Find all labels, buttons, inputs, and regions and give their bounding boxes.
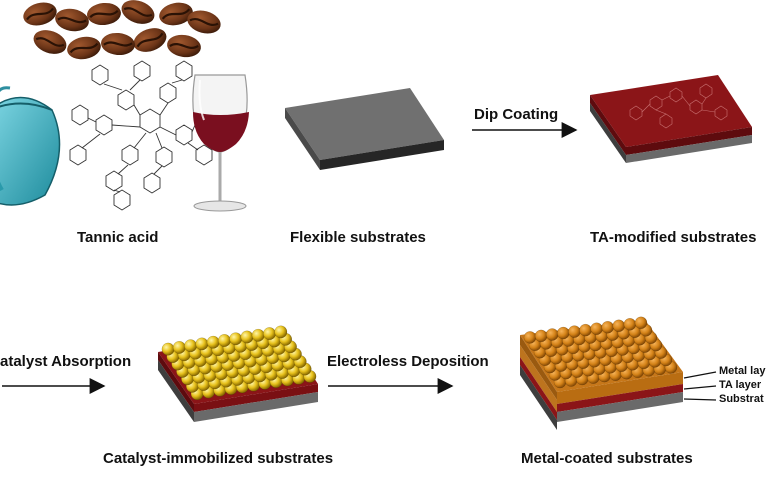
- metal-coated-substrate: [520, 316, 683, 430]
- ta-modified-substrate: [590, 75, 752, 163]
- particle: [579, 323, 592, 337]
- teapot-icon: [0, 86, 61, 206]
- particle: [251, 328, 265, 342]
- particle: [240, 330, 254, 344]
- ta-layer-label: TA layer: [719, 379, 762, 391]
- particle: [217, 334, 231, 347]
- tannic-acid-molecule-icon: [69, 60, 213, 211]
- particle: [545, 328, 559, 341]
- ta-modified-substrates-label: TA-modified substrates: [590, 229, 757, 246]
- particle: [590, 322, 603, 335]
- flexible-substrates-label: Flexible substrates: [290, 229, 426, 246]
- particle: [534, 329, 548, 343]
- particle: [623, 318, 637, 331]
- particle: [229, 332, 243, 346]
- catalyst-immobilized-substrate: [158, 325, 318, 422]
- particle: [612, 319, 626, 333]
- dip-coating-step-label: Dip Coating: [474, 106, 559, 123]
- gold-catalyst-particles: [161, 325, 317, 401]
- metal-coated-substrates-label: Metal-coated substrates: [521, 450, 693, 467]
- layer-callout-lines: [683, 371, 717, 401]
- coffee-beans-icon: [19, 0, 225, 63]
- particle: [523, 331, 537, 344]
- tannic-acid-label: Tannic acid: [77, 229, 159, 246]
- particle: [274, 325, 288, 339]
- particle: [172, 340, 186, 354]
- catalyst-absorption-step-label: atalyst Absorption: [0, 353, 132, 370]
- flexible-substrate: [285, 88, 444, 170]
- catalyst-immobilized-substrates-label: Catalyst-immobilized substrates: [103, 450, 334, 467]
- electroless-deposition-step-label: Electroless Deposition: [327, 353, 489, 370]
- particle: [557, 326, 570, 340]
- particle: [634, 316, 648, 330]
- particle: [206, 335, 220, 349]
- wine-glass-icon: [192, 74, 249, 212]
- particle: [195, 337, 209, 351]
- particle: [184, 339, 198, 353]
- particle: [161, 342, 175, 356]
- substrate-layer-label: Substrat: [719, 393, 764, 405]
- particle: [568, 325, 581, 338]
- particle: [601, 320, 614, 334]
- metal-particles: [523, 316, 678, 389]
- metal-layer-label: Metal lay: [719, 365, 766, 377]
- particle: [263, 327, 276, 341]
